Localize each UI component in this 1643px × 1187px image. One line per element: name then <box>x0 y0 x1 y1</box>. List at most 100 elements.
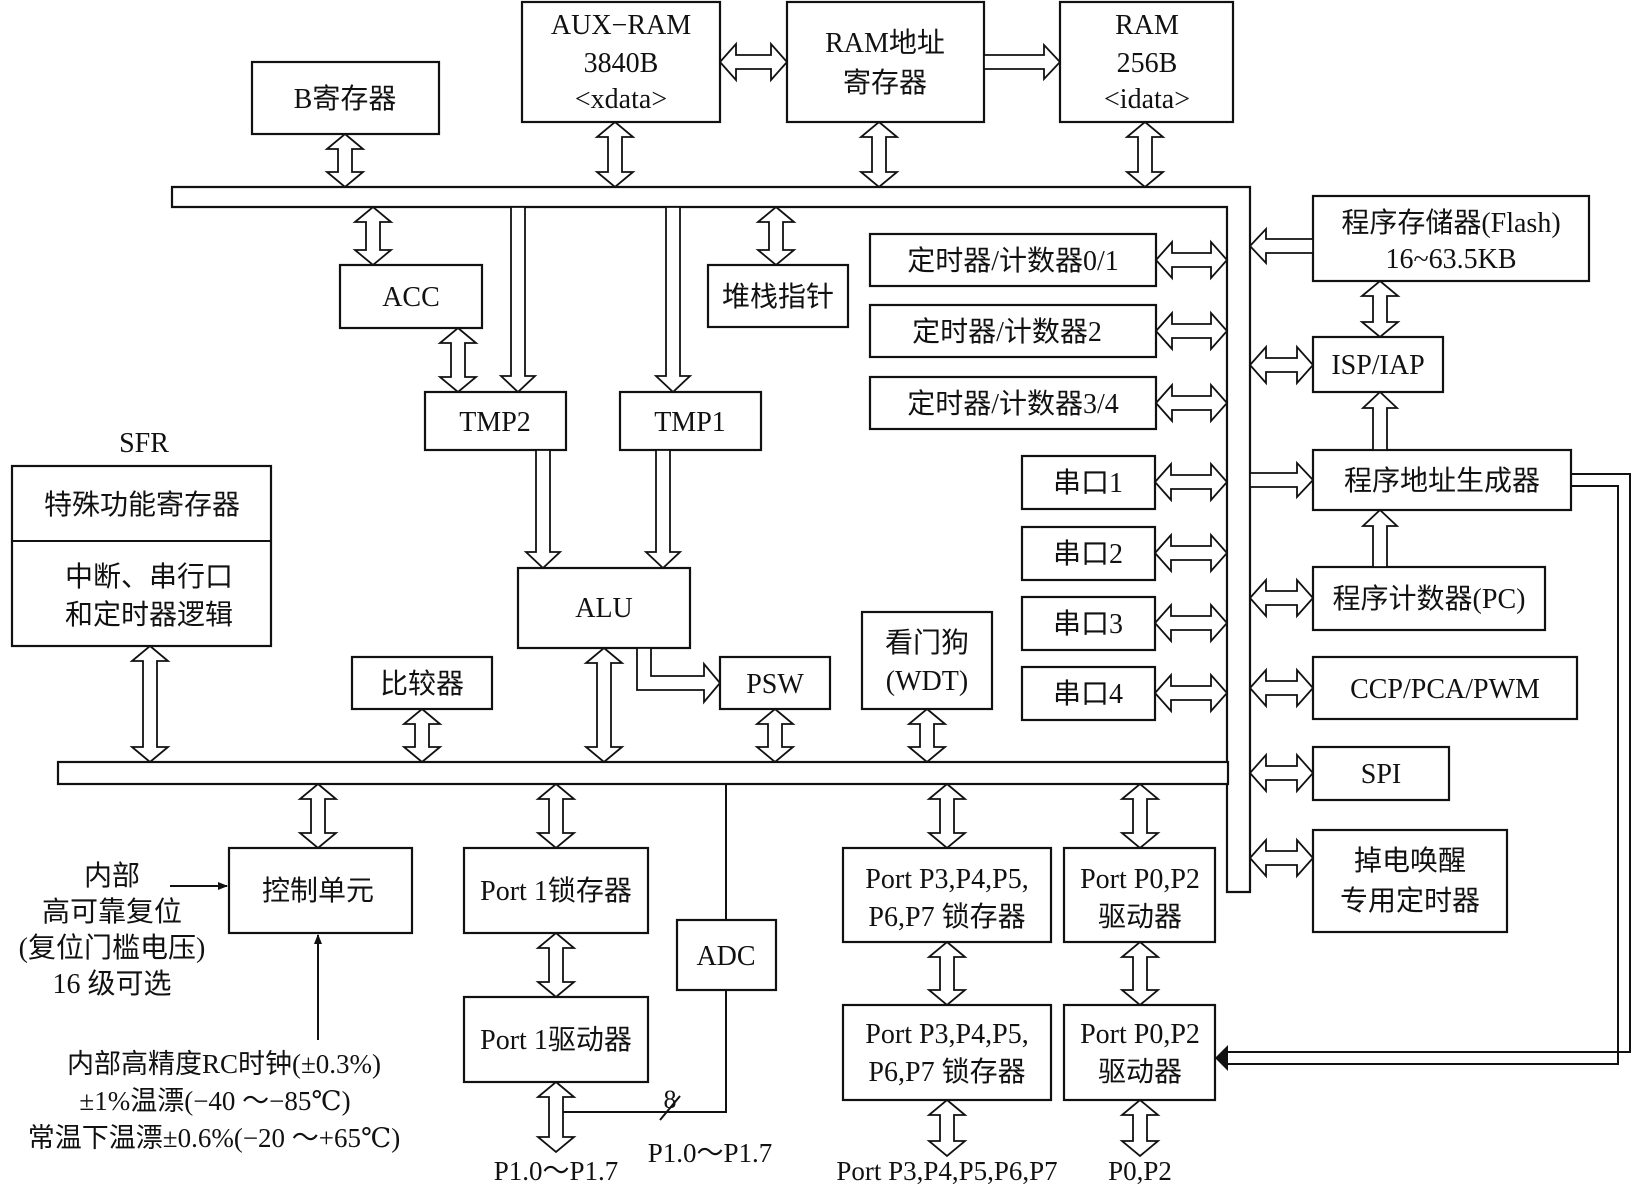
svg-text:看门狗: 看门狗 <box>885 627 969 659</box>
ram-address-register-block: RAM地址 寄存器 <box>785 0 986 124</box>
svg-text:常温下温漂±0.6%(−20 ～+65℃): 常温下温漂±0.6%(−20 ～+65℃) <box>28 1123 400 1153</box>
pcgen-isp-arrow <box>1360 390 1400 451</box>
svg-text:16~63.5KB: 16~63.5KB <box>1385 244 1516 275</box>
svg-text:Port P0,P2: Port P0,P2 <box>1080 1019 1200 1050</box>
port-p0-p2-driver-block-lower: Port P0,P2 驱动器 <box>1062 1003 1217 1102</box>
svg-text:ACC: ACC <box>382 282 440 313</box>
svg-text:ADC: ADC <box>696 941 755 972</box>
pc-gen-feedback-line <box>1228 473 1631 1053</box>
svg-text:串口3: 串口3 <box>1053 608 1123 640</box>
program-address-generator-block: 程序地址生成器 <box>1311 448 1573 512</box>
p3-pins-label: Port P3,P4,P5,P6,P7 <box>836 1156 1057 1186</box>
port-p3-p7-latch-block-upper: Port P3,P4,P5, P6,P7 锁存器 <box>841 846 1053 944</box>
ccp-pca-pwm-block: CCP/PCA/PWM <box>1311 655 1579 721</box>
svg-text:串口1: 串口1 <box>1053 467 1123 499</box>
svg-text:寄存器: 寄存器 <box>843 67 927 99</box>
bus-waketimer-arrow <box>1248 837 1315 879</box>
svg-text:高可靠复位: 高可靠复位 <box>42 896 182 928</box>
upper-internal-bus <box>170 185 1252 894</box>
port-p3-p7-latch-block-lower: Port P3,P4,P5, P6,P7 锁存器 <box>841 1003 1053 1102</box>
bus-pc-arrow <box>1248 577 1315 619</box>
uart4-bus-arrow <box>1153 672 1229 714</box>
svg-text:TMP1: TMP1 <box>654 407 726 438</box>
port1-pins-arrow <box>535 1080 577 1154</box>
svg-text:驱动器: 驱动器 <box>1098 1057 1182 1088</box>
bus-ccp-arrow <box>1248 667 1315 709</box>
bus-acc-arrow <box>352 205 394 267</box>
timer-2-block: 定时器/计数器2 <box>868 303 1158 359</box>
svg-text:和定时器逻辑: 和定时器逻辑 <box>65 599 233 631</box>
svg-text:内部: 内部 <box>84 860 140 892</box>
svg-text:程序计数器(PC): 程序计数器(PC) <box>1333 583 1526 615</box>
lower-internal-bus <box>56 760 1230 786</box>
alu-lowerbus-arrow <box>583 646 625 764</box>
svg-text:PSW: PSW <box>746 669 804 700</box>
svg-text:控制单元: 控制单元 <box>262 875 374 907</box>
svg-text:P6,P7 锁存器: P6,P7 锁存器 <box>868 901 1025 933</box>
svg-text:专用定时器: 专用定时器 <box>1340 885 1480 917</box>
p3latch-chain-arrow <box>926 940 968 1007</box>
reset-label: 内部 高可靠复位 (复位门槛电压) 16 级可选 <box>19 860 206 1000</box>
pc-pcgen-arrow <box>1360 508 1400 568</box>
sfr-lowerbus-arrow <box>129 644 171 764</box>
bus-tmp1-arrow <box>653 206 693 394</box>
svg-text:Port 1锁存器: Port 1锁存器 <box>480 875 632 907</box>
sfr-block: 特殊功能寄存器 中断、串行口 和定时器逻辑 <box>10 464 273 648</box>
svg-text:TMP2: TMP2 <box>459 407 531 438</box>
comparator-block: 比较器 <box>350 655 494 711</box>
svg-text:CCP/PCA/PWM: CCP/PCA/PWM <box>1350 674 1540 705</box>
svg-text:Port P0,P2: Port P0,P2 <box>1080 864 1200 895</box>
pc-gen-feedback-line-2 <box>1228 485 1619 1065</box>
port-p0-p2-driver-block-upper: Port P0,P2 驱动器 <box>1062 846 1217 944</box>
svg-text:AUX−RAM: AUX−RAM <box>551 10 691 41</box>
lowerbus-control-arrow <box>297 782 339 850</box>
p0-pins-label: P0,P2 <box>1108 1156 1172 1186</box>
power-down-wakeup-timer-block: 掉电唤醒 专用定时器 <box>1311 828 1509 934</box>
p1-pins-label: P1.0～P1.7 <box>494 1156 619 1186</box>
svg-text:定时器/计数器0/1: 定时器/计数器0/1 <box>907 245 1119 277</box>
svg-text:定时器/计数器3/4: 定时器/计数器3/4 <box>907 388 1119 420</box>
svg-text:串口2: 串口2 <box>1053 538 1123 570</box>
breg-bus-arrow <box>324 132 366 189</box>
wdt-lowerbus-arrow <box>906 707 948 764</box>
acc-block: ACC <box>338 263 484 330</box>
lowerbus-p3latch-arrow <box>926 782 968 850</box>
timer34-bus-arrow <box>1154 382 1229 424</box>
svg-text:RAM: RAM <box>1115 10 1179 41</box>
svg-text:(复位门槛电压): (复位门槛电压) <box>19 932 206 964</box>
svg-text:串口4: 串口4 <box>1053 678 1123 710</box>
timer-0-1-block: 定时器/计数器0/1 <box>868 232 1158 288</box>
svg-text:中断、串行口: 中断、串行口 <box>65 561 233 593</box>
p0-pins-arrow <box>1119 1098 1161 1158</box>
bus-stackptr-arrow <box>755 205 797 267</box>
svg-text:Port 1驱动器: Port 1驱动器 <box>480 1025 632 1056</box>
svg-text:程序存储器(Flash): 程序存储器(Flash) <box>1341 207 1560 239</box>
lowerbus-p0driver-arrow <box>1119 782 1161 850</box>
sfr-title: SFR <box>119 428 169 459</box>
psw-block: PSW <box>718 655 832 711</box>
svg-text:(WDT): (WDT) <box>886 666 968 697</box>
ram-256b-block: RAM 256B <idata> <box>1058 0 1235 124</box>
bus-spi-arrow <box>1248 752 1315 794</box>
adc-width-label: 8 <box>664 1085 677 1114</box>
alu-block: ALU <box>516 566 692 650</box>
svg-text:±1%温漂(−40 ～−85℃): ±1%温漂(−40 ～−85℃) <box>79 1086 350 1116</box>
p3-pins-arrow <box>926 1098 968 1158</box>
hollow-arrows <box>129 41 1401 1158</box>
svg-text:3840B: 3840B <box>584 48 659 79</box>
uart2-bus-arrow <box>1153 532 1229 574</box>
svg-text:掉电唤醒: 掉电唤醒 <box>1354 845 1466 877</box>
auxram-bus-arrow <box>594 120 636 189</box>
bus-tmp2-arrow <box>498 206 538 394</box>
uart-2-block: 串口2 <box>1020 525 1157 582</box>
svg-text:<xdata>: <xdata> <box>575 84 667 115</box>
comparator-lowerbus-arrow <box>401 707 443 764</box>
ram-bus-arrow <box>1124 120 1166 189</box>
ramaddr-ram-arrow <box>983 42 1062 82</box>
timer01-bus-arrow <box>1154 239 1229 281</box>
timer2-bus-arrow <box>1154 310 1229 352</box>
svg-text:内部高精度RC时钟(±0.3%): 内部高精度RC时钟(±0.3%) <box>67 1049 381 1079</box>
program-counter-block: 程序计数器(PC) <box>1311 565 1547 632</box>
svg-text:定时器/计数器2: 定时器/计数器2 <box>912 316 1102 348</box>
